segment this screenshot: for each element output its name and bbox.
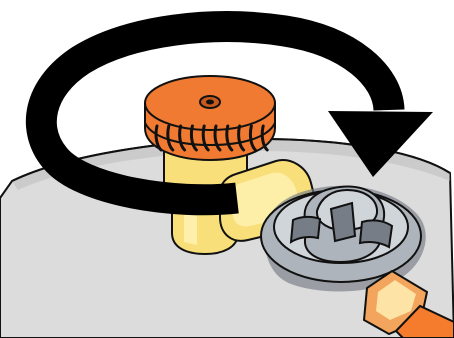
handwheel	[145, 76, 275, 160]
